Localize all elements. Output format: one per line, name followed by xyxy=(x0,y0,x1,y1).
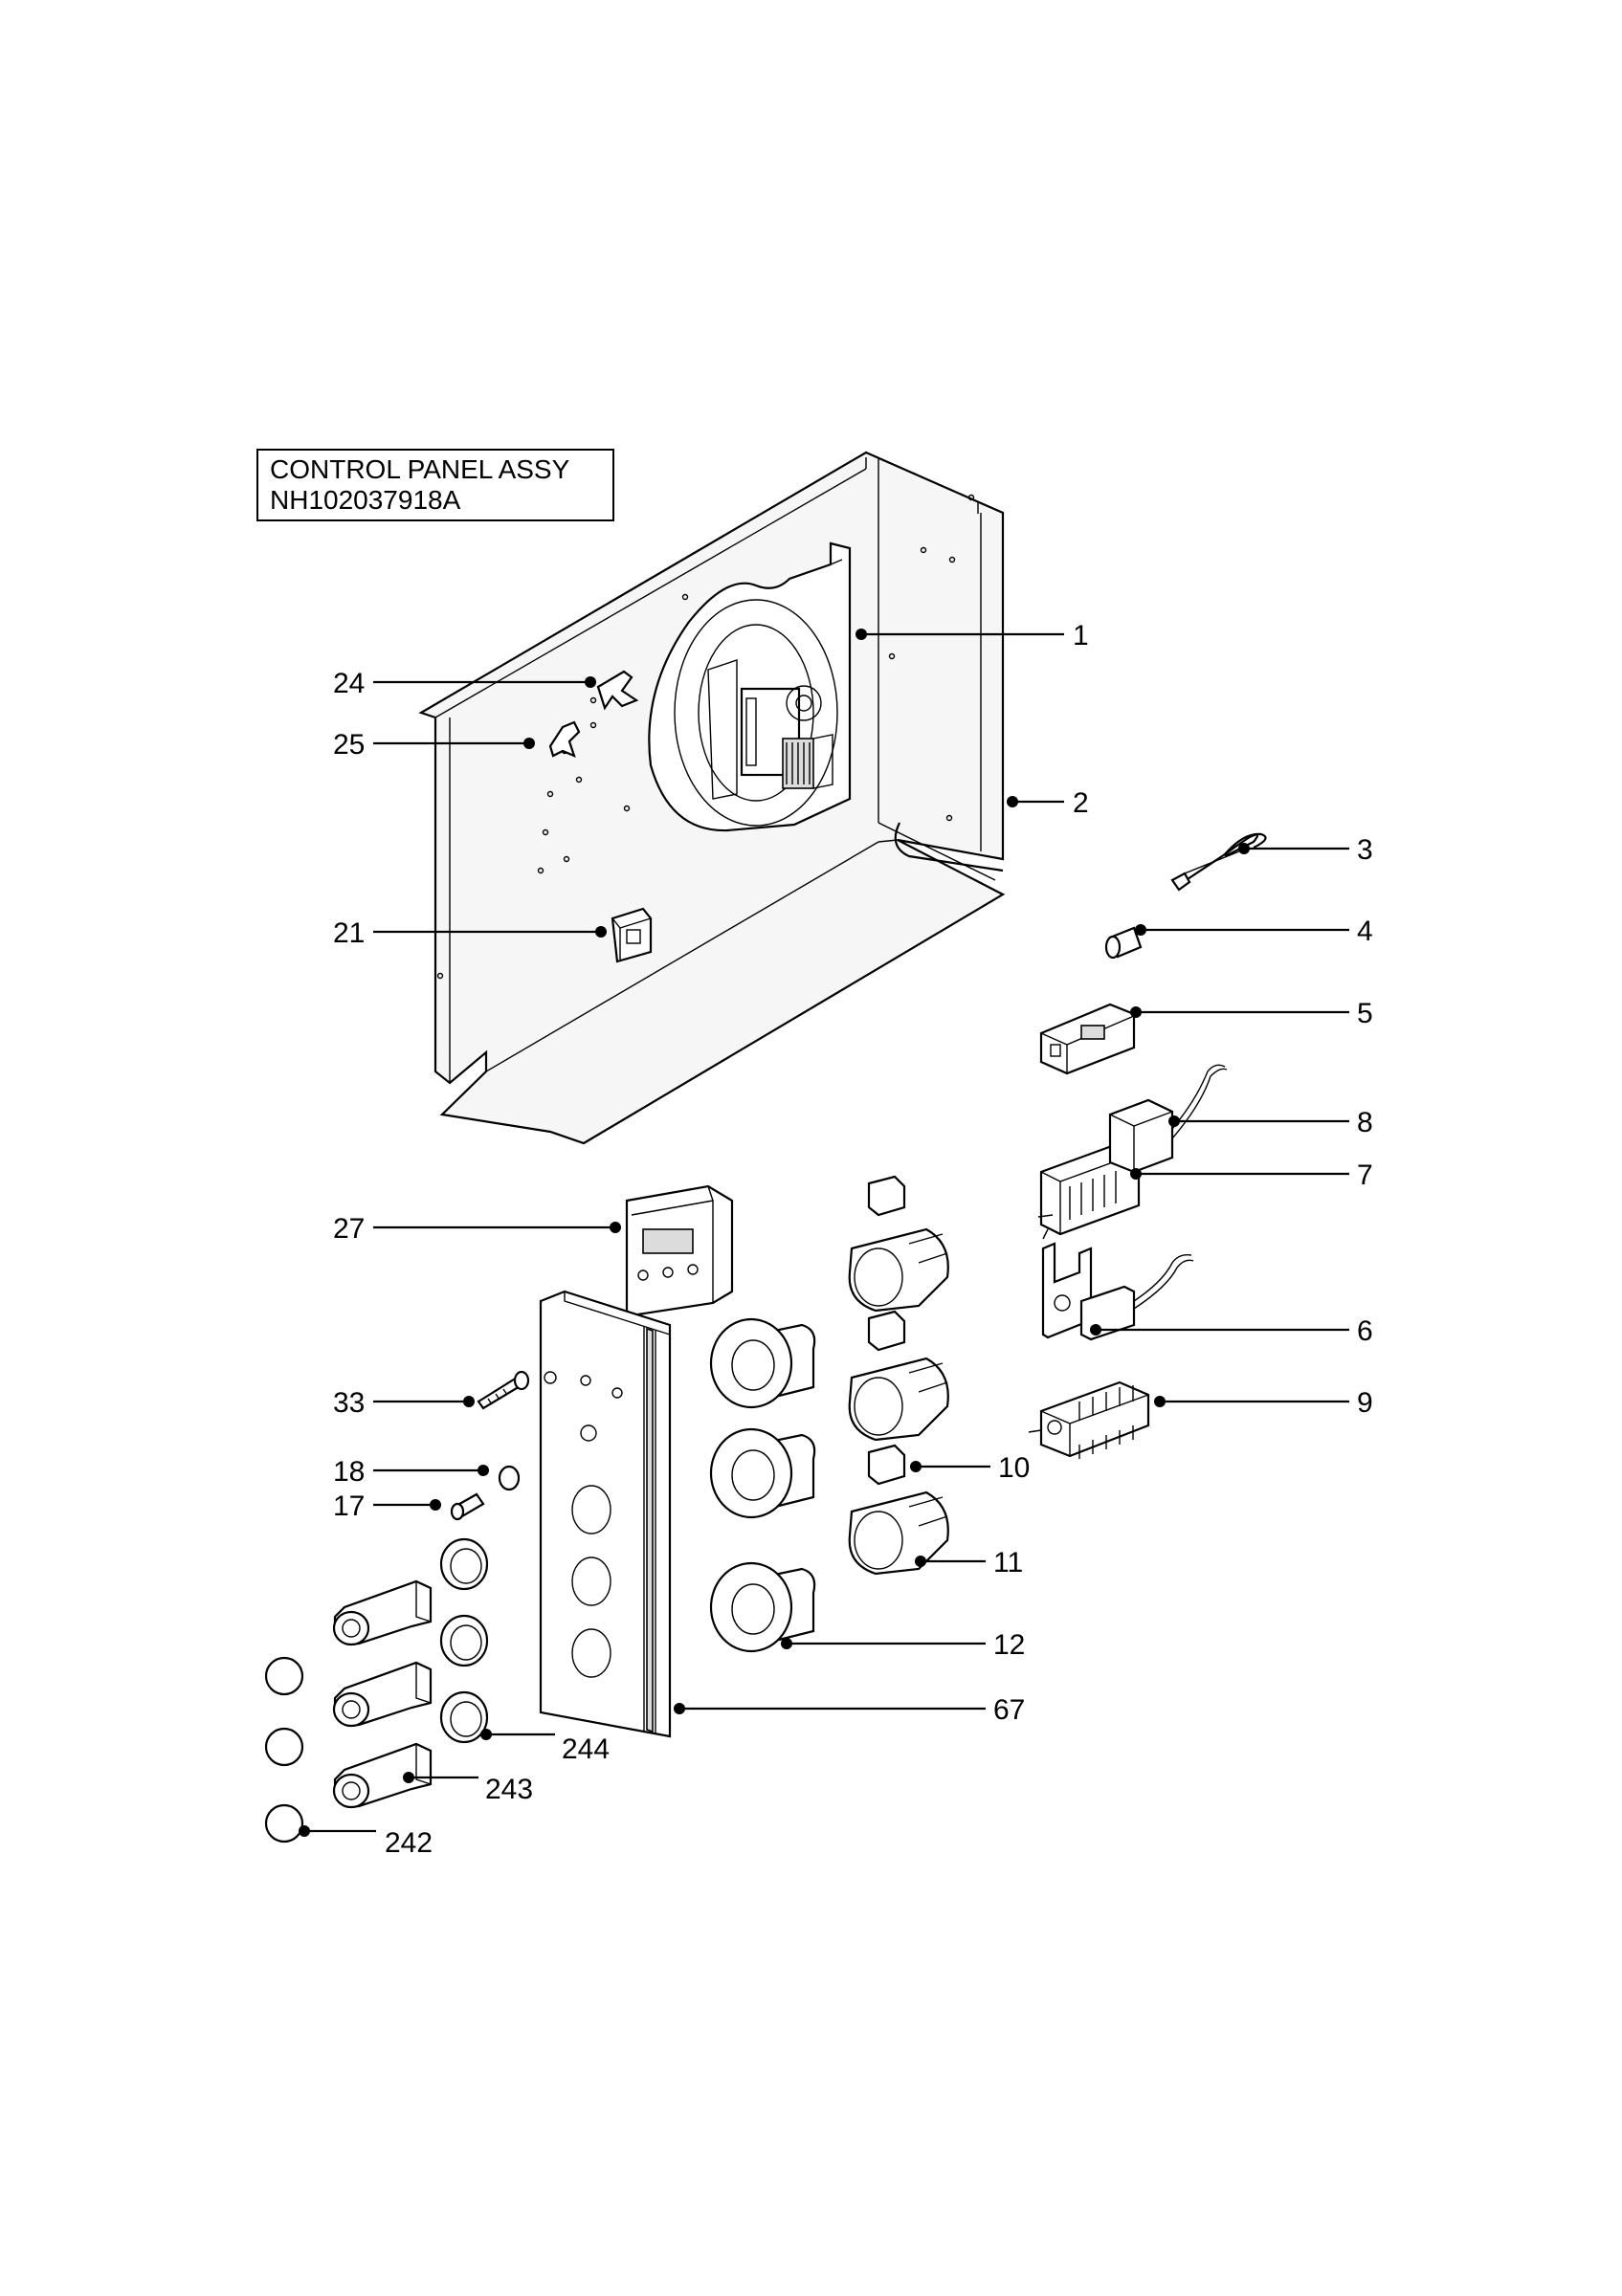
callout-67: 67 xyxy=(993,1694,1025,1726)
callout-12: 12 xyxy=(993,1629,1025,1661)
grommet-18 xyxy=(498,1465,521,1491)
title-box: CONTROL PANEL ASSY NH102037918A xyxy=(256,449,614,521)
spacer-17 xyxy=(450,1492,485,1521)
rotary-switch-9 xyxy=(1028,1380,1150,1459)
knob-holders-11 xyxy=(848,1227,949,1576)
callout-5: 5 xyxy=(1357,998,1373,1029)
fan-motor-assembly xyxy=(648,541,852,832)
assembly-part-number: NH102037918A xyxy=(270,485,461,515)
control-knobs-243 xyxy=(332,1579,433,1809)
selector-switch-7-8 xyxy=(1037,1064,1228,1240)
callout-17: 17 xyxy=(333,1490,365,1522)
callout-3: 3 xyxy=(1357,834,1373,866)
callout-9: 9 xyxy=(1357,1387,1373,1419)
callout-6: 6 xyxy=(1357,1315,1373,1347)
thermostat-bracket-6 xyxy=(1041,1242,1194,1341)
callout-24: 24 xyxy=(333,668,365,699)
lamp-holder xyxy=(1104,926,1143,960)
callout-1: 1 xyxy=(1073,620,1089,651)
switch-block-5 xyxy=(1039,1003,1136,1075)
callout-242: 242 xyxy=(385,1827,433,1859)
callout-11: 11 xyxy=(993,1547,1023,1578)
clip-25 xyxy=(548,720,581,758)
callout-10: 10 xyxy=(998,1452,1030,1484)
callout-244: 244 xyxy=(562,1733,610,1765)
assembly-title: CONTROL PANEL ASSY xyxy=(270,454,570,484)
callout-labels: 1 2 3 4 5 8 7 6 9 10 11 12 67 24 25 21 2… xyxy=(333,620,1373,1859)
callout-2: 2 xyxy=(1073,787,1089,819)
callout-27: 27 xyxy=(333,1213,365,1245)
callout-33: 33 xyxy=(333,1387,365,1419)
callout-18: 18 xyxy=(333,1456,365,1488)
screw-33 xyxy=(477,1370,530,1410)
callout-leaders xyxy=(299,629,1349,1837)
callout-21: 21 xyxy=(333,917,365,949)
callout-243: 243 xyxy=(485,1774,533,1805)
module-21 xyxy=(611,907,653,963)
sensor-probe xyxy=(1170,832,1267,892)
callout-7: 7 xyxy=(1357,1159,1373,1191)
callout-4: 4 xyxy=(1357,916,1373,947)
knob-caps-242 xyxy=(264,1656,304,1843)
callout-8: 8 xyxy=(1357,1107,1373,1138)
control-fascia-67 xyxy=(539,1290,672,1738)
clip-24 xyxy=(596,670,639,711)
timer-module-27 xyxy=(625,1184,734,1317)
knob-rings-244 xyxy=(439,1537,489,1744)
callout-25: 25 xyxy=(333,729,365,761)
micro-switches-10 xyxy=(867,1175,906,1486)
knob-bezels-12 xyxy=(709,1317,816,1653)
